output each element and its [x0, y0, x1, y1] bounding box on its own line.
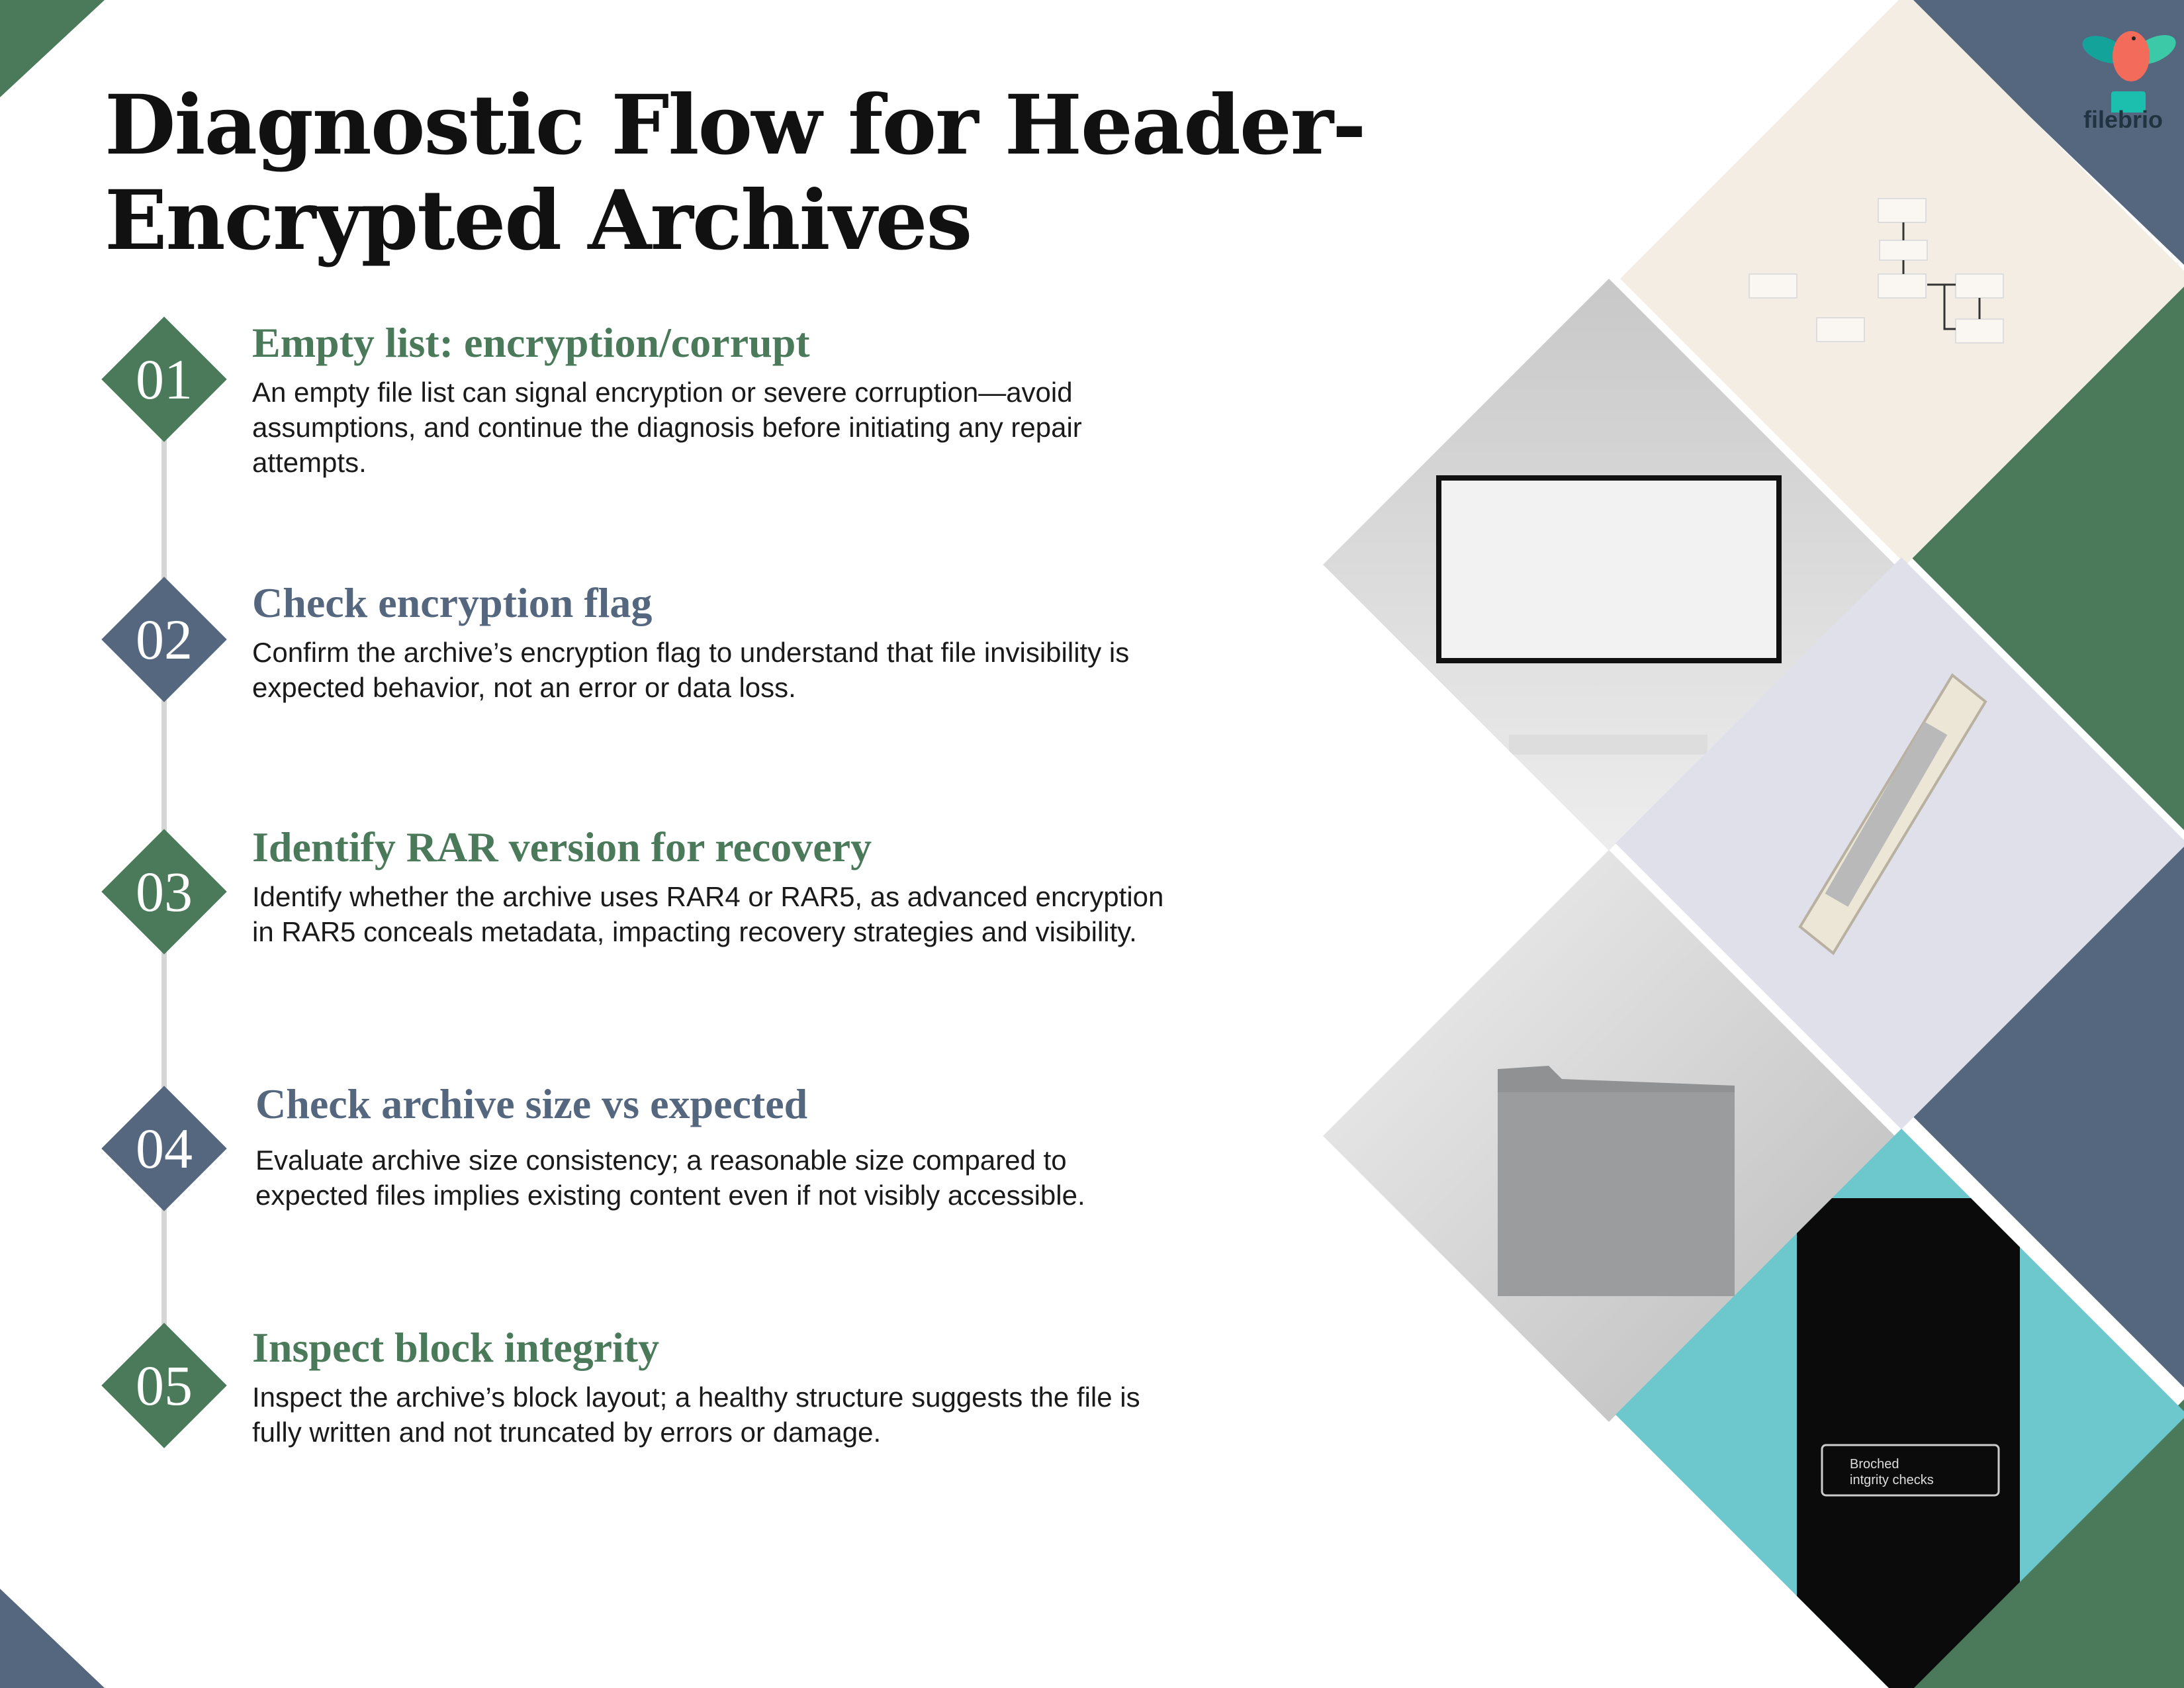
step-number: 03: [136, 860, 193, 923]
brand-name: filebrio: [2083, 106, 2163, 133]
step-body: Inspect the archive’s block layout; a he…: [252, 1382, 1140, 1448]
step-number: 01: [136, 348, 193, 411]
corner-triangle-bottom-left: [0, 1589, 105, 1688]
step-number: 02: [136, 608, 193, 671]
step-heading: Check encryption flag: [252, 579, 653, 626]
step-body: An empty file list can signal encryption…: [252, 377, 1082, 478]
step-number: 04: [136, 1117, 193, 1180]
step-body: Confirm the archive’s encryption flag to…: [252, 637, 1130, 703]
band-slate-2: [1911, 842, 2184, 1387]
phone-label-line1: Broched: [1850, 1457, 1899, 1472]
step-number: 05: [136, 1354, 193, 1417]
phone-label-line2: intgrity checks: [1850, 1473, 1934, 1487]
filebrio-logo: [2078, 13, 2177, 139]
step-heading: Inspect block integrity: [252, 1324, 660, 1371]
band-green-1: [1911, 285, 2184, 830]
step-heading: Empty list: encryption/corrupt: [252, 319, 810, 366]
step-heading: Identify RAR version for recovery: [252, 823, 872, 870]
step-body: Identify whether the archive uses RAR4 o…: [252, 881, 1164, 947]
step-heading: Check archive size vs expected: [255, 1080, 808, 1127]
step-body: Evaluate archive size consistency; a rea…: [255, 1145, 1085, 1211]
corner-triangle-top-left: [0, 0, 105, 97]
page-title: Diagnostic Flow for Header-Encrypted Arc…: [105, 77, 1367, 269]
